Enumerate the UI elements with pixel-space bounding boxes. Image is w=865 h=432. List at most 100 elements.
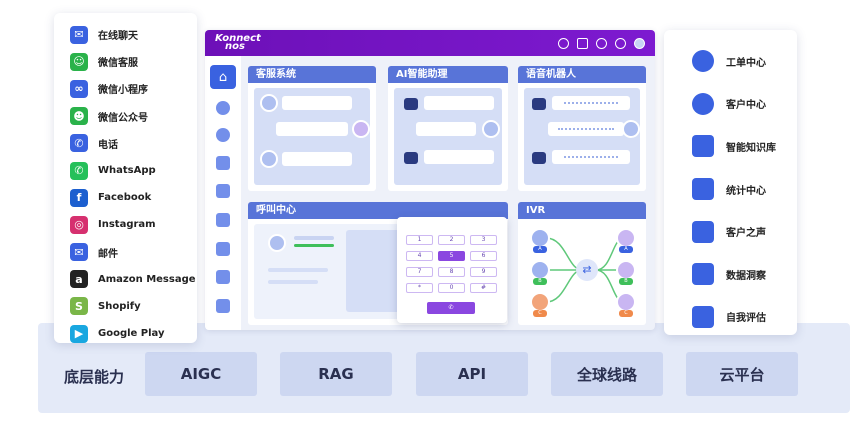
wechat-official-icon: ☻ — [70, 107, 88, 126]
sidebar-trend-icon[interactable] — [216, 299, 230, 313]
sidebar-search-icon[interactable] — [216, 242, 230, 256]
key-3[interactable]: 3 — [470, 235, 497, 245]
sidebar-chart-icon[interactable] — [216, 184, 230, 198]
module-item[interactable]: 智能知识库 — [692, 125, 797, 168]
channel-item[interactable]: ∞ 微信小程序 — [70, 75, 197, 102]
panel-service-title: 客服系统 — [248, 66, 376, 83]
mail-icon: ✉ — [70, 243, 88, 262]
app-window: Konnect nos ⌂ 客服系统 — [205, 30, 655, 330]
key-7[interactable]: 7 — [406, 267, 433, 277]
sidebar-check-icon[interactable] — [216, 270, 230, 284]
avatar — [352, 120, 370, 138]
channel-item[interactable]: ◎Instagram — [70, 211, 197, 238]
ivr-node — [616, 228, 636, 248]
avatar — [482, 120, 500, 138]
module-label: 客户中心 — [726, 100, 766, 112]
panel-service-body — [254, 88, 370, 185]
key-0[interactable]: 0 — [438, 283, 465, 293]
channel-label: 微信公众号 — [98, 112, 148, 124]
key-6[interactable]: 6 — [470, 251, 497, 261]
call-button[interactable]: ✆ — [427, 302, 475, 314]
ivr-tag: B — [533, 278, 547, 285]
agent-icon[interactable] — [615, 37, 626, 49]
ivr-tag: C — [619, 310, 633, 317]
key-1[interactable]: 1 — [406, 235, 433, 245]
module-label: 智能知识库 — [726, 142, 776, 154]
module-item[interactable]: 数据洞察 — [692, 253, 797, 296]
channel-item[interactable]: ✆WhatsApp — [70, 157, 197, 184]
channel-label: 微信客服 — [98, 58, 138, 70]
panel-ai-title: AI智能助理 — [388, 66, 508, 83]
channel-item[interactable]: ✉ 在线聊天 — [70, 21, 197, 48]
ivr-connectors — [545, 237, 625, 303]
key-star[interactable]: * — [406, 283, 433, 293]
panel-ivr-title: IVR — [518, 202, 646, 219]
app-sidebar: ⌂ — [205, 56, 241, 330]
capability-cloud[interactable]: 云平台 — [686, 352, 798, 396]
module-list: 工单中心客户中心智能知识库统计中心客户之声数据洞察自我评估 — [664, 30, 797, 335]
module-item[interactable]: 统计中心 — [692, 168, 797, 211]
key-8[interactable]: 8 — [438, 267, 465, 277]
panel-ai[interactable]: AI智能助理 — [388, 66, 508, 191]
ivr-tag: A — [533, 246, 547, 253]
channel-item[interactable]: ✆电话 — [70, 130, 197, 157]
avatar[interactable] — [634, 37, 645, 49]
channel-item[interactable]: ☻ 微信公众号 — [70, 103, 197, 130]
module-item[interactable]: 客户之声 — [692, 210, 797, 253]
wechat-service-icon: ☺ — [70, 52, 88, 71]
app-topbar: Konnect nos — [205, 30, 655, 56]
mini-program-icon: ∞ — [70, 79, 88, 98]
panel-ivr[interactable]: IVR A B C ⇄ A B C — [518, 202, 646, 325]
ivr-tag: B — [619, 278, 633, 285]
key-hash[interactable]: # — [470, 283, 497, 293]
capability-rag[interactable]: RAG — [280, 352, 392, 396]
capability-api[interactable]: API — [416, 352, 528, 396]
channel-label: 邮件 — [98, 248, 118, 260]
phone-icon[interactable] — [596, 37, 607, 49]
translate-icon[interactable] — [577, 37, 588, 49]
channel-label: 微信小程序 — [98, 85, 148, 97]
panel-voice-title: 语音机器人 — [518, 66, 646, 83]
shuffle-icon[interactable]: ⇄ — [576, 259, 598, 281]
capability-title: 底层能力 — [64, 368, 125, 386]
panel-service[interactable]: 客服系统 — [248, 66, 376, 191]
sidebar-pie-icon[interactable] — [216, 101, 230, 115]
sidebar-book-icon[interactable] — [216, 156, 230, 170]
channel-label: 在线聊天 — [98, 31, 138, 43]
chat-bubble — [282, 152, 352, 166]
sidebar-user-icon[interactable] — [216, 128, 230, 142]
module-item[interactable]: 工单中心 — [692, 40, 797, 83]
key-9[interactable]: 9 — [470, 267, 497, 277]
avatar — [260, 94, 278, 112]
module-label: 统计中心 — [726, 185, 766, 197]
channel-item[interactable]: ✉ 邮件 — [70, 239, 197, 266]
user-icon — [692, 92, 714, 115]
key-5[interactable]: 5 — [438, 251, 465, 261]
pie-chart-icon — [692, 50, 714, 73]
status-icon[interactable] — [558, 37, 569, 49]
panel-voice[interactable]: 语音机器人 — [518, 66, 646, 191]
channel-item[interactable]: ▶Google Play — [70, 320, 197, 347]
shopify-icon: S — [70, 297, 88, 316]
topbar-icons — [558, 37, 645, 49]
whatsapp-icon: ✆ — [70, 161, 88, 180]
capability-global-lines[interactable]: 全球线路 — [551, 352, 663, 396]
key-4[interactable]: 4 — [406, 251, 433, 261]
module-item[interactable]: 自我评估 — [692, 296, 797, 339]
ivr-tag: A — [619, 246, 633, 253]
home-icon[interactable]: ⌂ — [210, 65, 236, 89]
capability-aigc[interactable]: AIGC — [145, 352, 257, 396]
channel-item[interactable]: ☺ 微信客服 — [70, 48, 197, 75]
sidebar-inbox-icon[interactable] — [216, 213, 230, 227]
channel-label: 电话 — [98, 139, 118, 151]
chat-icon: ✉ — [70, 25, 88, 44]
channel-label: Google Play — [98, 328, 165, 340]
module-item[interactable]: 客户中心 — [692, 83, 797, 126]
channel-label: Amazon Message — [98, 273, 196, 285]
chat-bubble — [424, 150, 494, 164]
key-2[interactable]: 2 — [438, 235, 465, 245]
